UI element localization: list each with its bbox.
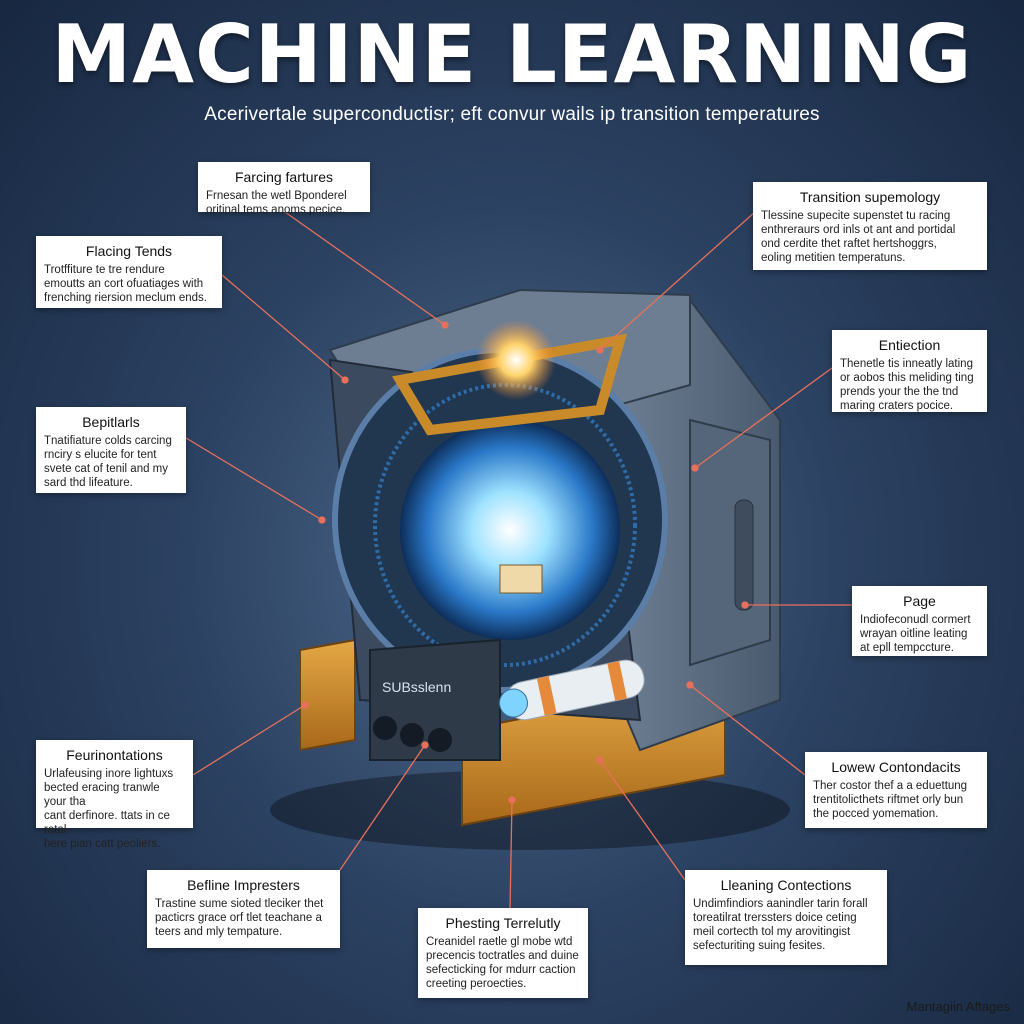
callout-title: Lowew Contondacits [831,759,961,775]
cryo-cylinder [498,659,645,721]
page-subtitle: Acerivertale superconductisr; eft convur… [204,104,820,125]
right-panel [689,418,771,667]
port-1 [373,716,397,740]
copper-base-block-left [299,638,356,752]
callout-flacing-tends: Flacing Tends Trotffiture te tre rendure… [36,236,222,308]
callout-phesting-terrelity: Phesting Terrelutly Creanidel raetle gl … [418,908,588,998]
callout-title: Entiection [878,337,941,353]
callout-title: Farcing fartures [234,169,334,185]
callout-body: Trastine sume sioted tleciker thet pacti… [155,898,324,938]
callout-body: Trotffiture te tre rendure emoutts an co… [44,264,207,304]
port-2 [400,723,424,747]
callout-bepitlarls: Bepitlarls Tnatifiature colds carcing rn… [36,407,186,493]
callout-feurinontations: Feurinontations Urlafeusing inore lightu… [36,740,193,850]
callout-page: Page Indiofeconudl cormert wrayan oitlin… [852,586,987,656]
glowing-core [400,420,620,640]
callout-body: Undimfindiors aanindler tarin forall tor… [693,898,868,952]
callout-title: Feurinontations [66,747,163,763]
callout-title: Transition supemology [799,189,941,205]
callout-body: Tlessine supecite supenstet tu racing en… [761,210,956,264]
callout-title: Phesting Terrelutly [445,915,561,931]
light-source [476,320,556,400]
callout-transition-supemology: Transition supemology Tlessine supecite … [753,182,987,270]
callout-body: Thenetle tis inneatly lating or aobos th… [840,358,974,412]
callout-title: Bepitlarls [82,414,140,430]
callout-facing-features: Farcing fartures Frnesan the wetl Bponde… [198,162,370,216]
callout-befline-impresters: Befline Impresters Trastine sume sioted … [147,870,340,948]
panel-slot [734,499,754,611]
module-plate-label: SUBsslenn [382,679,451,695]
callout-title: Page [903,593,936,609]
callout-body: Creanidel raetle gl mobe wtd precencis t… [426,936,579,990]
callout-body: Tnatifiature colds carcing rnciry s eluc… [44,435,172,489]
callout-body: Indiofeconudl cormert wrayan oitline lea… [860,614,971,654]
callout-body: Frnesan the wetl Bponderel oritinal tems… [206,190,347,216]
callout-entiection: Entiection Thenetle tis inneatly lating … [832,330,987,412]
callout-title: Befline Impresters [187,877,300,893]
callout-title: Flacing Tends [85,243,173,259]
callout-leaning-contections: Lleaning Contections Undimfindiors aanin… [685,870,887,965]
port-3 [428,728,452,752]
footer-credit: Mantagiin Aftages [906,999,1010,1014]
callout-lowew-contondacits: Lowew Contondacits Ther costor thef a a … [805,752,987,828]
callout-body: Urlafeusing inore lightuxs bected eracin… [44,768,174,850]
page-title: MACHINE LEARNING [51,8,973,101]
callout-body: Ther costor thef a a eduettung trentitol… [813,780,968,820]
sample-stage [499,564,543,594]
callout-title: Lleaning Contections [720,877,852,893]
